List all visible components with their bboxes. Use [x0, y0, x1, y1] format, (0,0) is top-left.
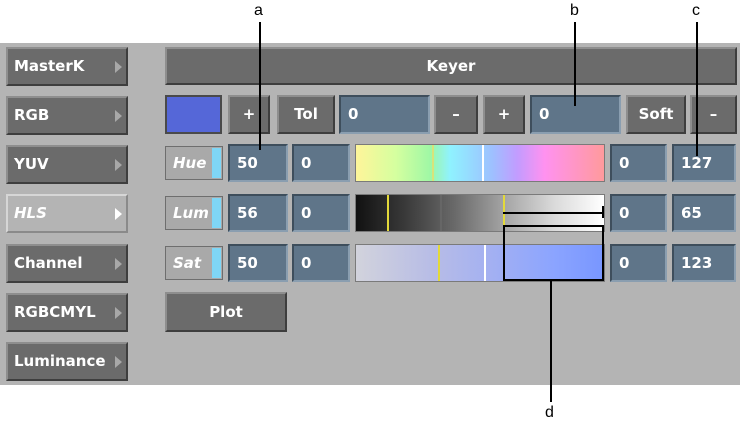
callout-b: b	[570, 2, 579, 19]
field-value: 0	[301, 254, 312, 272]
callout-c-line	[696, 22, 698, 156]
lum-marker-2	[440, 195, 442, 231]
sidebar-item-label: YUV	[14, 155, 49, 173]
hue-high-marker[interactable]	[482, 145, 484, 181]
callout-a-line	[259, 22, 261, 150]
lum-low-marker[interactable]	[387, 195, 389, 231]
hue-gradient-slider[interactable]	[355, 144, 605, 182]
field-value: 127	[681, 154, 713, 172]
callout-d: d	[545, 404, 554, 421]
field-value: 0	[539, 105, 550, 123]
row-label: Lum	[173, 204, 209, 222]
callout-d-line	[550, 280, 552, 402]
row-label: Sat	[173, 254, 202, 272]
field-value: 123	[681, 254, 713, 272]
sidebar-item-label: MasterK	[14, 57, 85, 75]
callout-d-bracket-left	[503, 225, 505, 280]
hue-indicator	[212, 148, 221, 178]
sat-min-field[interactable]: 0	[610, 244, 667, 282]
sidebar-item-label: Channel	[14, 254, 83, 272]
soft-minus-button[interactable]: –	[434, 95, 478, 134]
callout-a: a	[254, 2, 263, 19]
sidebar-item-label: Luminance	[14, 352, 106, 370]
field-value: 0	[619, 254, 630, 272]
plot-button[interactable]: Plot	[165, 292, 287, 332]
sat-low-marker[interactable]	[438, 245, 440, 281]
hue-max-field[interactable]: 127	[672, 144, 736, 182]
sat-label: Sat	[165, 246, 223, 280]
tol-field[interactable]: 0	[339, 95, 430, 134]
field-value: 65	[681, 204, 702, 222]
soft-plus-button[interactable]: +	[483, 95, 525, 134]
callout-b-line	[574, 22, 576, 106]
chevron-right-icon	[115, 61, 122, 73]
lum-label: Lum	[165, 196, 223, 230]
sat-high-marker[interactable]	[484, 245, 486, 281]
chevron-right-icon	[115, 258, 122, 270]
lum-max-field[interactable]: 65	[672, 194, 736, 232]
sidebar-item-masterk[interactable]: MasterK	[6, 47, 128, 86]
chevron-right-icon	[115, 110, 122, 122]
field-value: 56	[237, 204, 258, 222]
sidebar-item-channel[interactable]: Channel	[6, 244, 128, 283]
chevron-right-icon	[115, 356, 122, 368]
field-value: 0	[348, 105, 359, 123]
color-swatch[interactable]	[165, 95, 222, 134]
button-label: +	[242, 105, 256, 123]
sat-gradient-slider[interactable]	[355, 244, 605, 282]
sidebar-item-label: RGB	[14, 106, 50, 124]
sat-indicator	[212, 248, 221, 278]
button-label: –	[452, 105, 460, 123]
keyer-title-bar: Keyer	[165, 47, 737, 85]
hue-label: Hue	[165, 146, 223, 180]
sat-max-field[interactable]: 123	[672, 244, 736, 282]
callout-c: c	[692, 2, 700, 19]
soft-button[interactable]: Soft	[626, 95, 686, 134]
callout-d-bracket-right2	[602, 225, 604, 280]
callout-d-bracket-right	[602, 206, 604, 218]
callout-d-bracket-top	[503, 212, 604, 214]
button-label: Soft	[638, 105, 674, 123]
tol-button[interactable]: Tol	[277, 95, 335, 134]
chevron-right-icon	[115, 307, 122, 319]
sat-offset-field[interactable]: 0	[292, 244, 350, 282]
field-value: 0	[619, 204, 630, 222]
button-label: –	[709, 105, 718, 123]
sidebar-item-yuv[interactable]: YUV	[6, 145, 128, 184]
sidebar-item-label: RGBCMYL	[14, 303, 96, 321]
page-title: Keyer	[426, 57, 476, 75]
chevron-right-icon	[115, 208, 122, 220]
button-label: Tol	[294, 105, 318, 123]
tol-plus-button[interactable]: +	[228, 95, 270, 134]
lum-offset-field[interactable]: 0	[292, 194, 350, 232]
hue-low-marker[interactable]	[432, 145, 434, 181]
field-value: 0	[301, 154, 312, 172]
sat-value-field[interactable]: 50	[228, 244, 288, 282]
hue-min-field[interactable]: 0	[610, 144, 667, 182]
sidebar-item-label: HLS	[14, 204, 47, 222]
callout-d-bracket-bottom	[503, 279, 604, 281]
button-label: Plot	[209, 303, 243, 321]
field-value: 50	[237, 254, 258, 272]
lum-min-field[interactable]: 0	[610, 194, 667, 232]
row-label: Hue	[173, 154, 207, 172]
chevron-right-icon	[115, 159, 122, 171]
hue-value-field[interactable]: 50	[228, 144, 288, 182]
sidebar-item-luminance[interactable]: Luminance	[6, 342, 128, 381]
sidebar-item-hls[interactable]: HLS	[6, 194, 128, 233]
hue-offset-field[interactable]: 0	[292, 144, 350, 182]
button-label: +	[497, 105, 511, 123]
callout-d-bracket-mid	[503, 225, 604, 227]
sidebar-item-rgbcmyl[interactable]: RGBCMYL	[6, 293, 128, 332]
lum-indicator	[212, 198, 221, 228]
lum-value-field[interactable]: 56	[228, 194, 288, 232]
sidebar-item-rgb[interactable]: RGB	[6, 96, 128, 135]
field-value: 0	[301, 204, 312, 222]
field-value: 50	[237, 154, 258, 172]
field-value: 0	[619, 154, 630, 172]
